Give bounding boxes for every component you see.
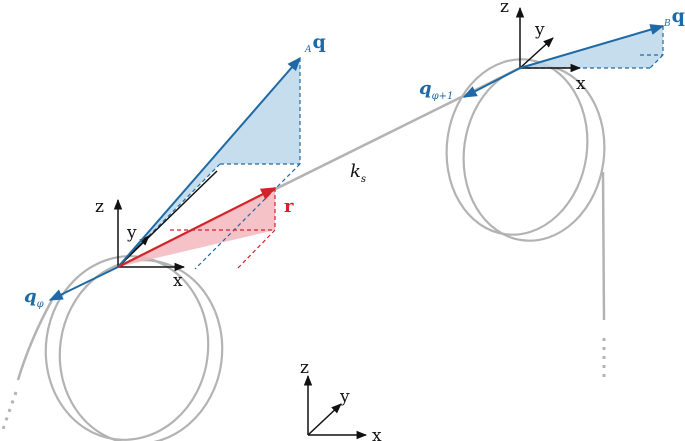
ks-label-main: k xyxy=(350,161,361,182)
ks-label-sub: s xyxy=(361,174,366,185)
cable-down-left xyxy=(16,299,54,381)
cable xyxy=(16,66,606,381)
ref-axis-y-label: y xyxy=(339,387,350,407)
left-pulley-back-rim xyxy=(44,255,210,441)
right-q-label: Bq xyxy=(663,5,685,29)
left-pulley-front-rim xyxy=(58,259,224,441)
left-q-label: Aq xyxy=(304,31,326,55)
left-q-label-main: q xyxy=(313,31,326,53)
left-axis-x-label: x xyxy=(173,271,183,291)
right-q-vector xyxy=(519,24,665,69)
q-phi-label: qφ xyxy=(24,286,44,310)
right-axis-x-label: x xyxy=(576,74,586,94)
right-q-label-main: q xyxy=(672,5,685,27)
right-q-label-sub: B xyxy=(663,19,671,29)
r-vector xyxy=(117,187,277,268)
left-q-vector xyxy=(117,56,301,268)
left-q-label-sub: A xyxy=(304,45,312,55)
left-pulley xyxy=(44,255,224,441)
cable-dots-left xyxy=(0,391,18,433)
right-pulley xyxy=(445,58,606,242)
right-axis-y-label: y xyxy=(534,20,545,40)
q-phi1-label-main: q xyxy=(419,78,432,99)
right-axis-z-label: z xyxy=(500,0,509,17)
left-axis-y-label: y xyxy=(126,223,137,243)
q-phi-vector xyxy=(48,266,119,301)
right-axis-y xyxy=(519,37,554,69)
ref-axis-z-label: z xyxy=(300,358,309,378)
ref-axis-y xyxy=(307,403,342,436)
reference-axes xyxy=(303,374,368,440)
ks-label: ks xyxy=(350,161,366,185)
r-label: r xyxy=(284,196,294,217)
q-phi1-vector xyxy=(462,67,521,98)
ref-axis-x-label: x xyxy=(372,426,382,441)
q-phi1-label-sub: φ+1 xyxy=(432,91,454,102)
left-axis-z-label: z xyxy=(95,197,104,217)
q-phi1-label: qφ+1 xyxy=(419,78,453,102)
cable-dots xyxy=(0,338,606,433)
cable-down-right xyxy=(601,171,606,321)
right-axes xyxy=(515,6,582,73)
q-phi-label-sub: φ xyxy=(37,299,44,310)
q-phi-label-main: q xyxy=(24,286,37,307)
